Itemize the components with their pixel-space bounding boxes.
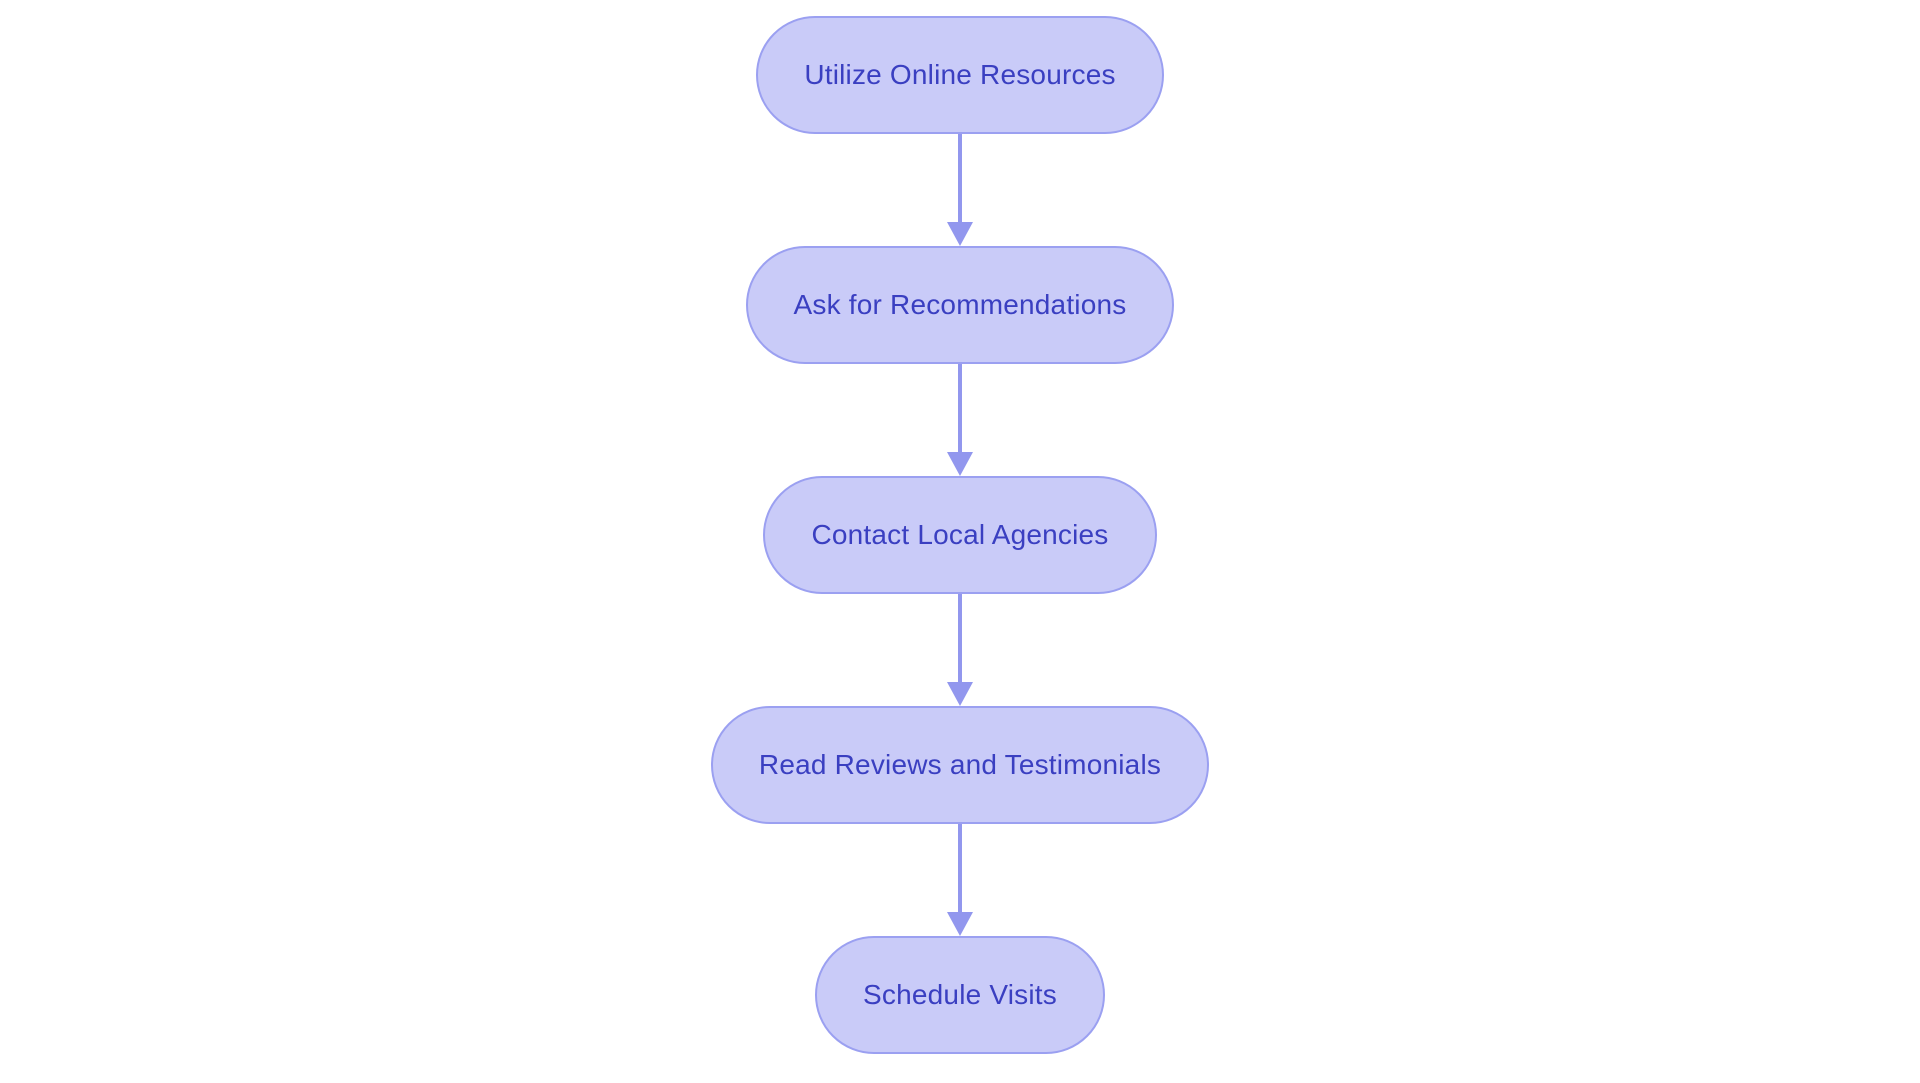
arrowhead-icon [947, 452, 973, 476]
arrow-line [958, 824, 962, 912]
flow-arrow [947, 824, 973, 936]
flow-node-step-2: Ask for Recommendations [745, 246, 1175, 364]
flow-node-step-3: Contact Local Agencies [763, 476, 1157, 594]
flow-node-step-5: Schedule Visits [815, 936, 1105, 1054]
flow-arrow [947, 134, 973, 246]
flow-node-step-4: Read Reviews and Testimonials [710, 706, 1210, 824]
flow-arrow [947, 364, 973, 476]
flow-node-step-1: Utilize Online Resources [756, 16, 1164, 134]
arrowhead-icon [947, 682, 973, 706]
arrow-line [958, 594, 962, 682]
arrowhead-icon [947, 222, 973, 246]
flow-arrow [947, 594, 973, 706]
arrow-line [958, 364, 962, 452]
arrowhead-icon [947, 912, 973, 936]
arrow-line [958, 134, 962, 222]
